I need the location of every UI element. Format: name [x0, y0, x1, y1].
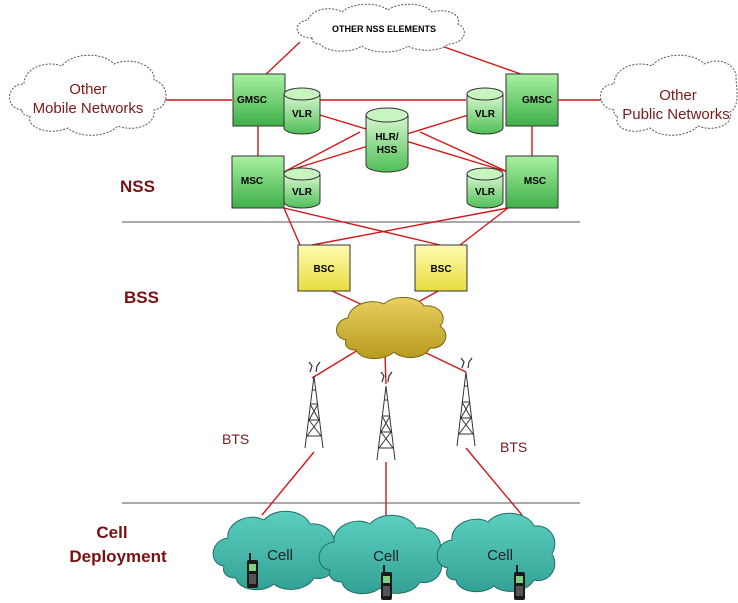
other-public-networks-line2: Public Networks — [622, 106, 730, 123]
other-mobile-networks-line1: Other — [69, 81, 107, 98]
bts-tower-right — [456, 357, 476, 447]
mobile-phone-icon — [247, 553, 258, 588]
msc-left-label: MSC — [241, 176, 263, 187]
bsc-left-label: BSC — [313, 264, 334, 275]
vlr-bottom-right-label: VLR — [475, 187, 496, 198]
cell-cloud-3: Cell — [436, 512, 556, 593]
bts-label-right: BTS — [500, 439, 527, 455]
zone-label-cell-line2: Deployment — [69, 547, 167, 566]
gmsc-right-label: GMSC — [522, 95, 552, 106]
vlr-top-left-label: VLR — [292, 109, 313, 120]
msc-right-box: MSC — [505, 155, 559, 209]
bss-core-cloud — [336, 297, 447, 359]
other-nss-elements-label: OTHER NSS ELEMENTS — [332, 24, 436, 34]
cell-1-label: Cell — [267, 547, 293, 564]
vlr-bottom-right-cylinder: VLR — [466, 167, 504, 209]
msc-right-label: MSC — [524, 176, 546, 187]
cell-cloud-1: Cell — [212, 510, 337, 591]
bts-tower-center — [376, 371, 396, 461]
cell-3-label: Cell — [487, 547, 513, 564]
hlr-hss-cylinder: HLR/ HSS — [365, 107, 409, 173]
other-mobile-networks-cloud: Other Mobile Networks — [9, 54, 167, 136]
vlr-bottom-left-label: VLR — [292, 187, 313, 198]
bsc-right-box: BSC — [414, 244, 468, 292]
cell-cloud-2: Cell — [318, 514, 443, 595]
msc-left-box: MSC — [231, 155, 285, 209]
vlr-top-left-cylinder: VLR — [283, 87, 321, 135]
zone-label-cell-line1: Cell — [96, 523, 127, 542]
vlr-bottom-left-cylinder: VLR — [283, 167, 321, 209]
vlr-top-right-label: VLR — [475, 109, 496, 120]
other-mobile-networks-line2: Mobile Networks — [33, 100, 144, 117]
gmsc-left-box: GMSC — [232, 73, 286, 127]
other-public-networks-cloud: Other Public Networks — [600, 54, 738, 136]
hlr-label-line2: HSS — [377, 145, 398, 156]
cell-2-label: Cell — [373, 548, 399, 565]
vlr-top-right-cylinder: VLR — [466, 87, 504, 135]
bsc-right-label: BSC — [430, 264, 451, 275]
gmsc-right-box: GMSC — [505, 73, 559, 127]
hlr-label-line1: HLR/ — [375, 132, 399, 143]
mobile-phone-icon — [381, 565, 392, 600]
gmsc-left-label: GMSC — [237, 95, 267, 106]
bts-label-left: BTS — [222, 431, 249, 447]
bsc-left-box: BSC — [297, 244, 351, 292]
other-public-networks-line1: Other — [659, 87, 697, 104]
mobile-phone-icon — [514, 565, 525, 600]
bts-tower-left — [304, 361, 324, 449]
other-nss-elements-cloud: OTHER NSS ELEMENTS — [296, 3, 465, 53]
zone-label-nss: NSS — [120, 177, 155, 196]
zone-label-bss: BSS — [124, 288, 159, 307]
